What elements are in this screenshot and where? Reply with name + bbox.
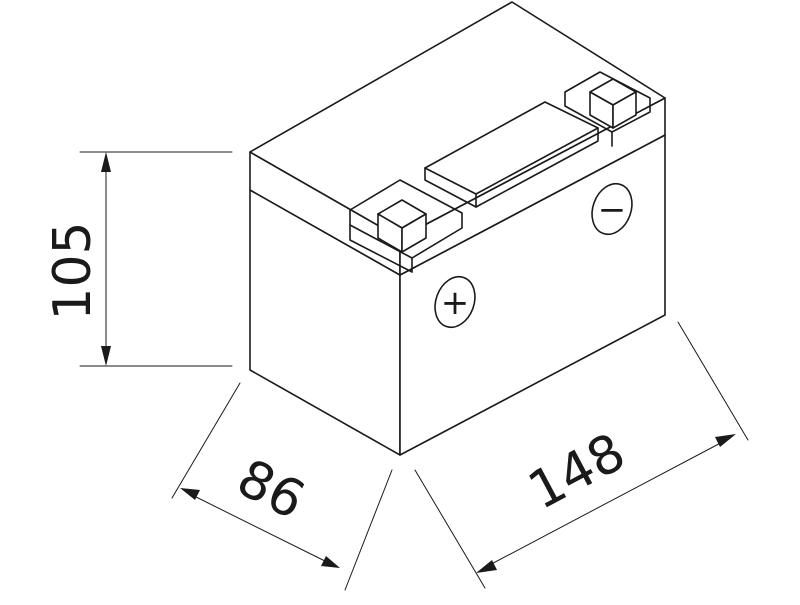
negative-terminal-pocket xyxy=(564,71,651,133)
positive-symbol-label: + xyxy=(441,283,470,323)
positive-terminal xyxy=(377,199,427,253)
height-label: 105 xyxy=(43,221,103,320)
width-label: 148 xyxy=(519,422,635,522)
negative-symbol-label: − xyxy=(598,190,627,230)
positive-symbol-icon: + xyxy=(434,275,476,329)
negative-terminal xyxy=(589,78,637,129)
battery-body xyxy=(249,1,666,456)
height-dimension: 105 xyxy=(43,151,233,367)
lid-details xyxy=(349,71,651,273)
negative-symbol-icon: − xyxy=(591,182,633,236)
